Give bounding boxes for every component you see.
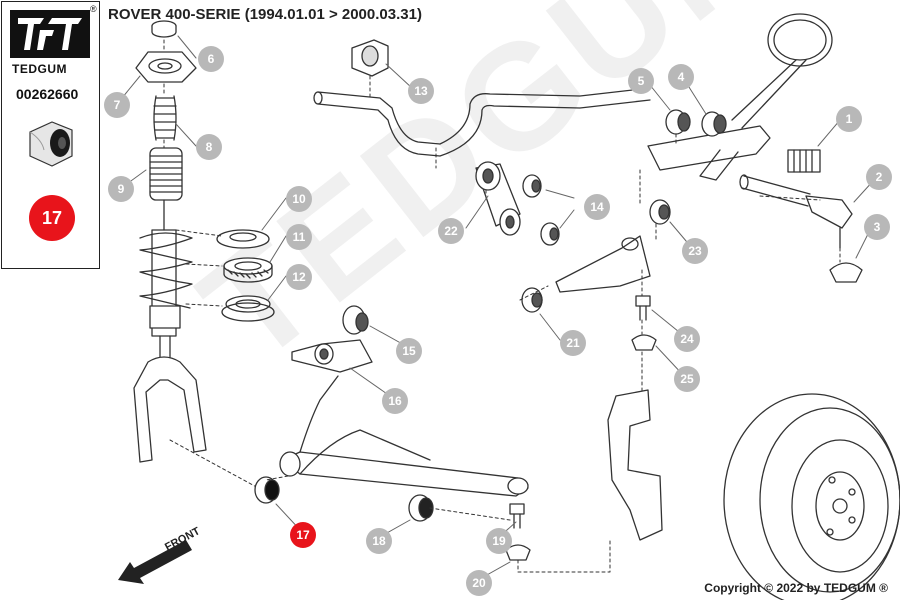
upper-ball-joint — [631, 295, 657, 351]
callout-10[interactable]: 10 — [286, 186, 312, 212]
callout-17-highlighted[interactable]: 17 — [290, 522, 316, 548]
drop-link-bushes — [522, 174, 560, 246]
upper-wishbone — [555, 235, 651, 293]
callout-2[interactable]: 2 — [866, 164, 892, 190]
bracket-bush — [342, 305, 369, 335]
callout-21[interactable]: 21 — [560, 330, 586, 356]
brand-name: TEDGUM — [12, 62, 67, 76]
copyright-notice: Copyright © 2022 by TEDGUM ® — [704, 581, 888, 595]
part-number: 00262660 — [16, 86, 79, 102]
steering-knuckle — [607, 389, 663, 541]
callout-23[interactable]: 23 — [682, 238, 708, 264]
lower-wishbone — [279, 375, 529, 497]
callout-4[interactable]: 4 — [668, 64, 694, 90]
callout-3[interactable]: 3 — [864, 214, 890, 240]
callout-18[interactable]: 18 — [366, 528, 392, 554]
bush-thumbnail-icon — [29, 121, 73, 167]
callout-11[interactable]: 11 — [286, 224, 312, 250]
steering-wheel-and-column — [647, 13, 833, 181]
callout-19[interactable]: 19 — [486, 528, 512, 554]
callout-14[interactable]: 14 — [584, 194, 610, 220]
shock-absorber — [133, 199, 207, 463]
callout-1[interactable]: 1 — [836, 106, 862, 132]
callout-22[interactable]: 22 — [438, 218, 464, 244]
spring-seat-upper — [216, 229, 270, 249]
callout-13[interactable]: 13 — [408, 78, 434, 104]
bump-stop — [153, 95, 177, 141]
callout-5[interactable]: 5 — [628, 68, 654, 94]
compliance-bracket — [291, 339, 373, 373]
callout-12[interactable]: 12 — [286, 264, 312, 290]
callout-24[interactable]: 24 — [674, 326, 700, 352]
spring-seat-lower — [221, 295, 275, 322]
tie-rod — [739, 174, 853, 249]
wishbone-bush — [521, 287, 543, 313]
vehicle-title: ROVER 400-SERIE (1994.01.01 > 2000.03.31… — [108, 6, 422, 23]
registered-mark: ® — [90, 4, 97, 14]
upper-arm-bush — [649, 199, 671, 225]
callout-20[interactable]: 20 — [466, 570, 492, 596]
drop-link — [475, 161, 521, 236]
strut-mount-plate — [135, 51, 197, 83]
front-arrow — [118, 540, 192, 584]
lower-arm-rear-bush — [408, 494, 434, 522]
callout-15[interactable]: 15 — [396, 338, 422, 364]
anti-roll-bar — [313, 87, 651, 157]
tie-rod-end-boot — [829, 262, 863, 283]
callout-7[interactable]: 7 — [104, 92, 130, 118]
callout-9[interactable]: 9 — [108, 176, 134, 202]
lower-ball-joint — [505, 503, 531, 561]
rack-mounting-bushes — [665, 109, 727, 137]
lower-arm-bush-highlighted — [254, 476, 280, 504]
wheel-and-tyre — [723, 393, 900, 600]
strut-bearing — [223, 257, 273, 283]
strut-top-cap — [151, 20, 177, 38]
dust-boot — [149, 147, 183, 201]
callout-6[interactable]: 6 — [198, 46, 224, 72]
highlighted-position-badge: 17 — [29, 195, 75, 241]
callout-16[interactable]: 16 — [382, 388, 408, 414]
rack-boot — [787, 149, 821, 173]
tedgum-logo-icon — [10, 10, 90, 58]
callout-25[interactable]: 25 — [674, 366, 700, 392]
part-info-panel: ® TEDGUM 00262660 17 — [1, 1, 100, 269]
callout-8[interactable]: 8 — [196, 134, 222, 160]
anti-roll-bar-bush — [351, 39, 389, 77]
